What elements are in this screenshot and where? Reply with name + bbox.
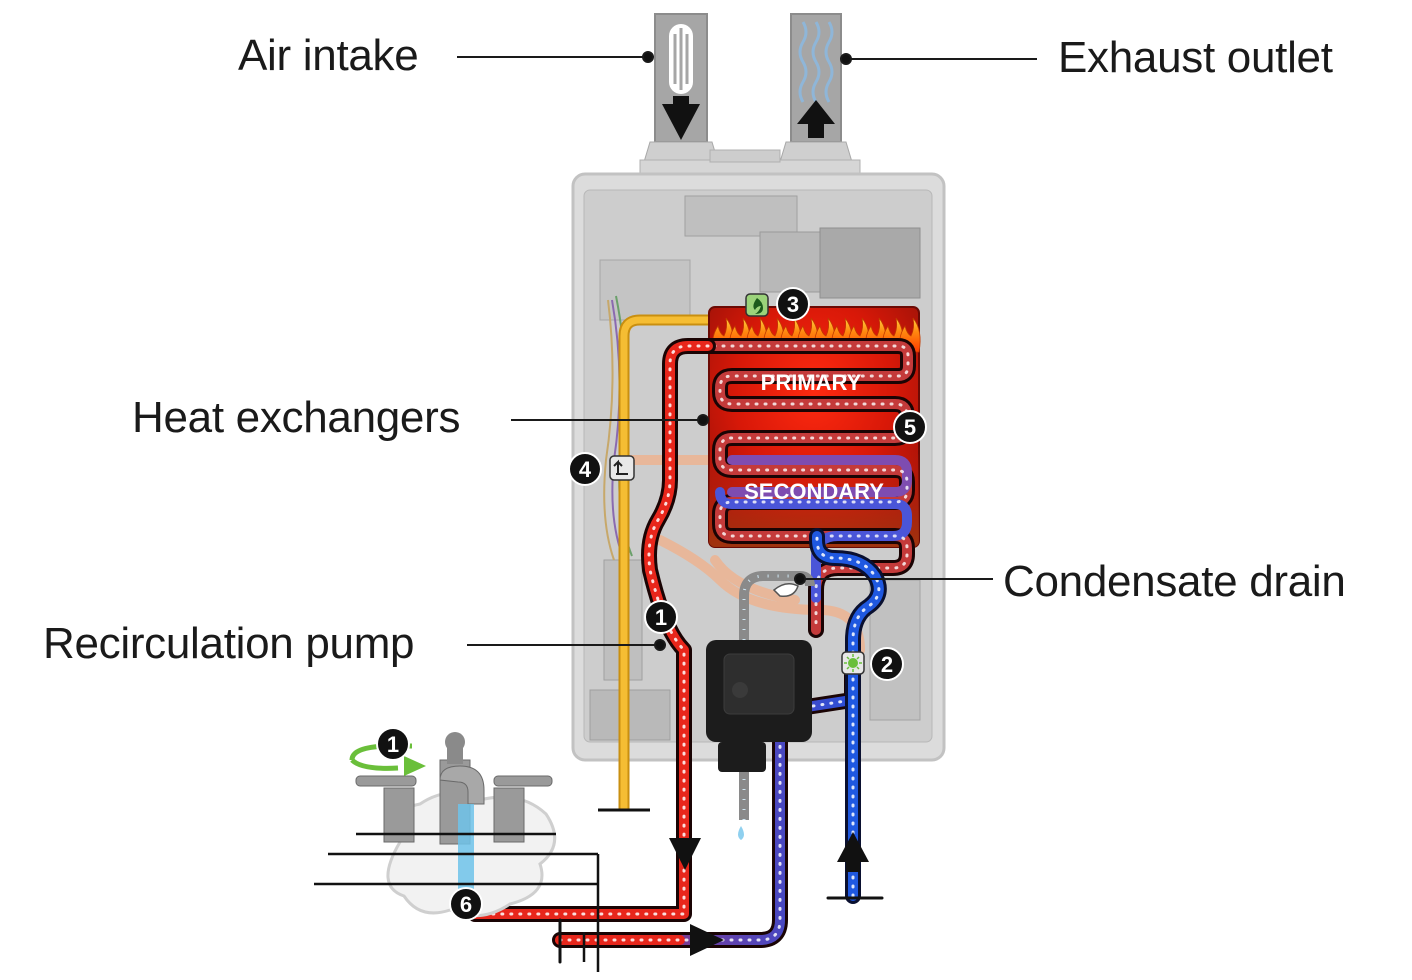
condensate-drain [738,571,815,840]
exhaust-outlet-label: Exhaust outlet [1058,33,1333,82]
faucet-fixture [314,732,600,972]
flame-sensor-icon [745,293,769,317]
secondary-label: SECONDARY [744,479,884,504]
cold-water-pipe [809,528,887,904]
step-marker-number: 6 [460,892,472,917]
step-marker-number: 2 [881,652,893,677]
heat-exchanger: PRIMARY SECONDARY [697,306,921,638]
return-flow-arrow-icon [690,924,724,956]
exhaust-outlet-duct [790,13,842,143]
step-marker [568,452,602,486]
down-arrow-icon [662,104,700,140]
step-marker-number: 1 [387,732,399,757]
cold-flow-arrow-icon [837,832,869,862]
exchanger-coils [697,338,916,638]
step-marker [893,410,927,444]
step-marker [376,727,410,761]
recirculation-pump [706,640,812,772]
leader-lines [457,51,1037,651]
up-arrow-icon [797,100,835,124]
step-marker-number: 3 [787,292,799,317]
step-marker [870,647,904,681]
heat-exchangers-label: Heat exchangers [132,393,461,442]
step-marker [449,887,483,921]
flow-sensor-icon [609,455,635,481]
recirculation-pump-label: Recirculation pump [43,619,415,668]
step-marker [776,287,810,321]
step-marker-number: 1 [655,605,667,630]
step-marker-number: 5 [904,415,916,440]
condensate-drain-label: Condensate drain [1003,557,1346,606]
air-intake-label: Air intake [238,31,419,80]
markers: 1 1 2 3 4 5 6 [376,287,927,921]
gas-line [598,314,912,812]
step-marker [644,600,678,634]
step-marker-number: 4 [579,457,592,482]
air-intake-duct [654,13,708,143]
hot-flow-arrow-icon [669,838,701,870]
primary-label: PRIMARY [761,370,862,395]
gas-valve-icon [841,651,865,675]
